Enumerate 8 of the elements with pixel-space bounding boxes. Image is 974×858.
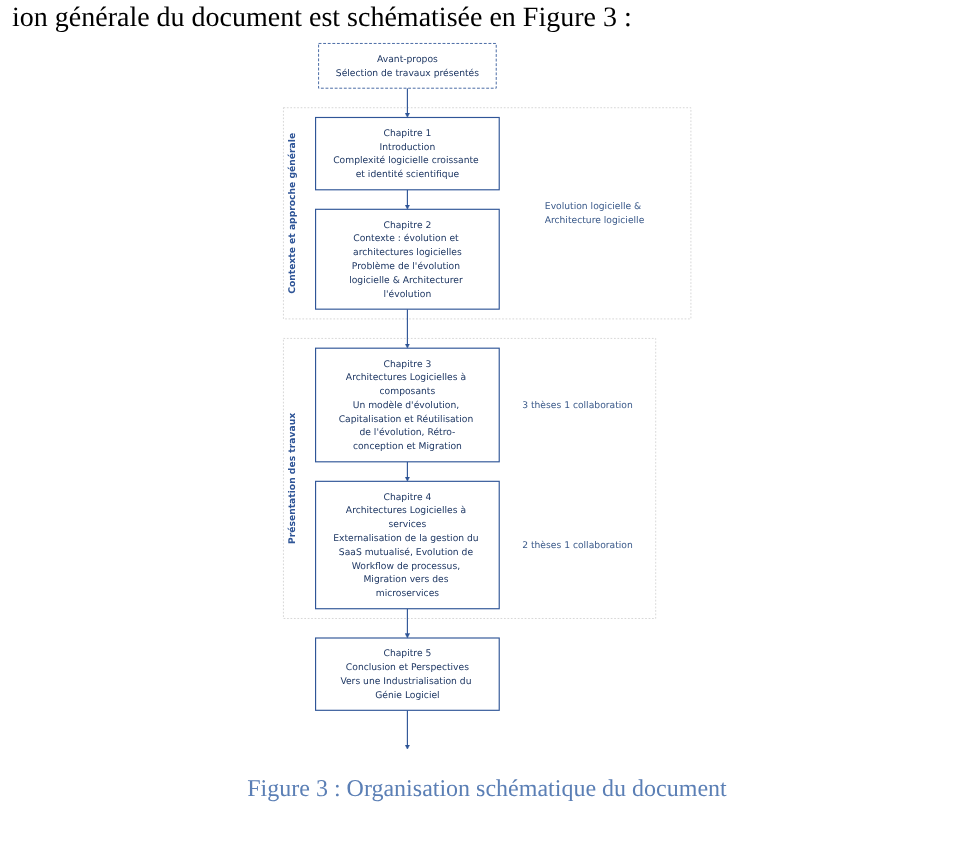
arrow <box>404 709 410 750</box>
figure-caption: Figure 3 : Organisation schématique du document <box>245 774 729 804</box>
arrow <box>404 608 410 639</box>
heading-text: ion générale du document est schématisée en Figure 3 : <box>12 4 634 36</box>
arrow <box>404 87 410 118</box>
arrow <box>404 461 410 482</box>
arrow <box>404 308 410 349</box>
arrow <box>404 189 410 210</box>
